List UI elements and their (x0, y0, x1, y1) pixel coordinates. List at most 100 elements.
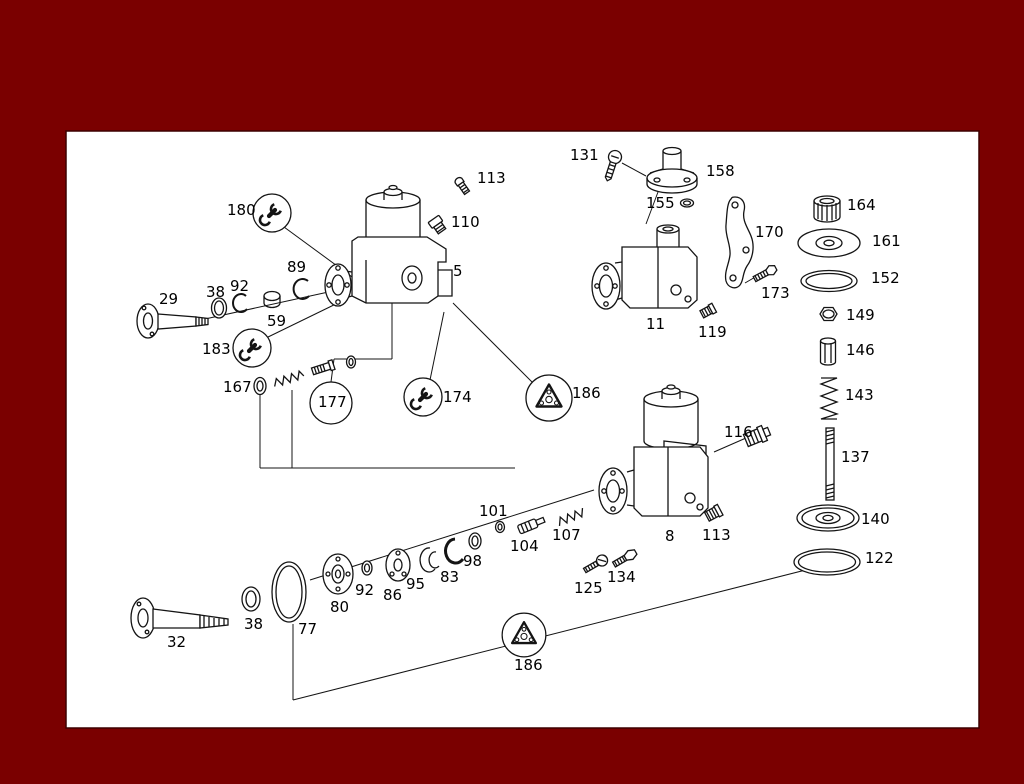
part-label-77: 77 (298, 620, 318, 638)
part-167-ring (253, 376, 267, 396)
part-label-158: 158 (706, 162, 735, 180)
part-38-ring-upper (210, 297, 228, 319)
part-38-ring-lower (241, 586, 261, 612)
connector-lines (204, 162, 846, 701)
part-110-fitting (427, 214, 447, 235)
part-label-83: 83 (440, 568, 460, 586)
part-77-oring (271, 561, 307, 623)
part-label-170: 170 (755, 223, 784, 241)
part-122-ring (793, 548, 861, 576)
part-label-177: 177 (318, 393, 347, 411)
part-label-164: 164 (847, 196, 876, 214)
part-label-80: 80 (330, 598, 350, 616)
part-label-104: 104 (510, 537, 539, 555)
part-label-137: 137 (841, 448, 870, 466)
part-92-clip-upper (232, 293, 248, 314)
part-label-89: 89 (287, 258, 307, 276)
part-label-113-top: 113 (477, 169, 506, 187)
part-137-stud (825, 427, 835, 501)
part-label-152: 152 (871, 269, 900, 287)
repair-kit-wrench-icon-174 (404, 378, 442, 416)
part-label-180: 180 (227, 201, 256, 219)
part-98-ring (468, 532, 482, 550)
part-83-washer (444, 537, 465, 565)
part-label-186-upper: 186 (572, 384, 601, 402)
part-152-ring (800, 269, 858, 293)
part-29-shaft (136, 303, 209, 339)
part-8-pump-assembly (598, 384, 709, 517)
part-label-92-upper: 92 (230, 277, 250, 295)
part-95-clamp (419, 547, 440, 573)
part-label-186-lower: 186 (514, 656, 543, 674)
part-146-sleeve (819, 337, 837, 366)
part-label-32: 32 (167, 633, 187, 651)
part-173-bolt (752, 264, 778, 283)
part-label-113-mid: 113 (702, 526, 731, 544)
part-177-stud (310, 359, 336, 376)
part-label-119: 119 (698, 323, 727, 341)
part-119-plug (699, 302, 718, 319)
part-149-nut (819, 306, 838, 322)
part-label-122: 122 (865, 549, 894, 567)
part-164-cap (813, 195, 841, 223)
part-label-167: 167 (223, 378, 252, 396)
part-101-ring (494, 520, 506, 534)
part-label-146: 146 (846, 341, 875, 359)
part-116-plug (742, 424, 772, 448)
part-143-spring (819, 377, 840, 420)
part-140-pulley (796, 504, 860, 532)
part-5-pump-assembly (324, 184, 453, 307)
cover-plate-icon-186-upper (524, 373, 574, 423)
part-104-valve (517, 516, 546, 535)
part-label-86: 86 (383, 586, 403, 604)
part-label-174: 174 (443, 388, 472, 406)
part-125-screw (582, 554, 609, 574)
part-label-149: 149 (846, 306, 875, 324)
part-11-pump-assembly (591, 224, 698, 310)
part-label-161: 161 (872, 232, 901, 250)
part-113-plug-top (454, 177, 471, 196)
part-label-183: 183 (202, 340, 231, 358)
part-label-5: 5 (453, 262, 463, 280)
part-89-snap-ring (292, 278, 310, 300)
part-161-disc (797, 228, 861, 258)
part-label-92-lower: 92 (355, 581, 375, 599)
part-158-flange-cylinder (646, 146, 698, 194)
part-107-spring (558, 507, 584, 527)
part-134-bolt (611, 549, 638, 568)
repair-kit-wrench-icon-183 (233, 329, 271, 367)
part-155-ring (679, 198, 695, 208)
part-label-143: 143 (845, 386, 874, 404)
part-label-38-lower: 38 (244, 615, 264, 633)
part-113-plug-mid (703, 503, 724, 523)
cover-plate-icon-186-lower (501, 612, 547, 658)
part-label-116: 116 (724, 423, 753, 441)
part-32-shaft (130, 597, 229, 639)
part-label-95: 95 (406, 575, 426, 593)
part-label-98: 98 (463, 552, 483, 570)
part-label-8: 8 (665, 527, 675, 545)
part-177-washer (345, 355, 357, 369)
part-177-spring (274, 369, 305, 387)
part-label-125: 125 (574, 579, 603, 597)
part-80-hub-disc (322, 553, 354, 595)
part-170-gasket (724, 196, 754, 289)
part-label-155: 155 (646, 194, 675, 212)
part-label-11: 11 (646, 315, 666, 333)
part-label-29: 29 (159, 290, 179, 308)
part-131-screw (604, 149, 623, 182)
part-label-59: 59 (267, 312, 287, 330)
part-label-38-upper: 38 (206, 283, 226, 301)
part-92-ring-lower (361, 560, 373, 576)
part-label-173: 173 (761, 284, 790, 302)
part-86-disc (385, 548, 411, 582)
repair-kit-wrench-icon-180 (253, 194, 291, 232)
part-177-group-circle (309, 381, 353, 425)
part-label-107: 107 (552, 526, 581, 544)
part-label-101: 101 (479, 502, 508, 520)
part-59-cup (263, 290, 281, 309)
part-label-131: 131 (570, 146, 599, 164)
part-label-110: 110 (451, 213, 480, 231)
